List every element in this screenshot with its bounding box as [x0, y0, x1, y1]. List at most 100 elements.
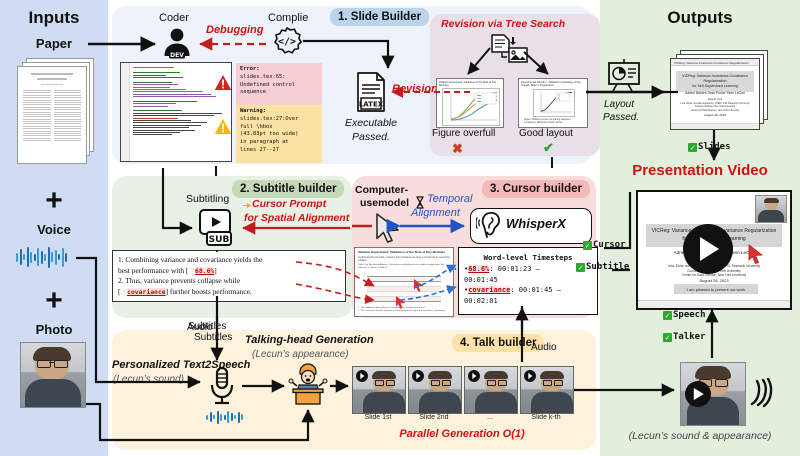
presentation-video-player[interactable]: VICReg: Variance-Invariance-Covariance R…: [636, 190, 792, 310]
output-talking-head[interactable]: .playbtn[data-name="output-play-button"]…: [680, 362, 746, 426]
executable-line2: Passed.: [352, 131, 390, 143]
check-mark-icon: ✔: [543, 140, 554, 155]
slide-frame-0[interactable]: .thumb .playbtn:after{border-left-width:…: [352, 366, 406, 414]
subtitle-check-label: Subtitle: [586, 262, 630, 272]
subtitles-label: Subtitles: [194, 332, 233, 343]
subtitle-text-box: 1. Combining variance and covariance yie…: [112, 250, 346, 302]
computer-use-model-line1: Computer-: [355, 184, 409, 196]
check-icon-talker: ✓: [663, 333, 672, 342]
tree-node-icons: [490, 34, 530, 64]
outputs-title: Outputs: [667, 8, 733, 27]
ts-bullet-1: •: [464, 286, 469, 295]
slide-frame-1[interactable]: [408, 366, 462, 414]
ts-word-1: covariance: [468, 286, 511, 295]
presentation-board-icon: [606, 58, 642, 92]
voice-waveform-icon: [16, 245, 67, 269]
compile-label: Complie: [268, 12, 309, 24]
video-slide-date: August 28, 2023: [699, 278, 729, 283]
error-message-box: Error: slides.tex:65: Undefined control …: [236, 63, 322, 107]
slides-check-badge: ✓Slides: [688, 142, 731, 152]
warning-line-1: full \hbox: [240, 123, 273, 130]
ts-time-0: : 00:01:23 –: [489, 265, 540, 274]
slide-deck-authors: Adrien Bardes Jean Ponce Yann LeCun: [685, 91, 745, 95]
caption-good-layout: Good layout: [519, 128, 573, 139]
slide-frame-3[interactable]: [520, 366, 574, 414]
computer-use-model-line2: usemodel: [360, 197, 410, 209]
warning-line-3: in paragraph at: [240, 139, 289, 146]
pointing-hand-icon: [242, 197, 252, 215]
presentation-video-title: Presentation Video: [632, 162, 768, 179]
cross-mark-icon: ✖: [452, 141, 463, 156]
temporal-alignment-line2: Alignment: [411, 207, 460, 219]
sound-waves-icon: [748, 377, 774, 415]
compile-code-icon: </>: [272, 26, 302, 56]
parallel-generation-label: Parallel Generation O(1): [399, 428, 525, 440]
subtitle-line-2a: 2. Thus, variance prevents collapse whil…: [118, 276, 240, 286]
cursor-slide-thumbnail: Ablation Experiment: Validation of the R…: [354, 247, 454, 317]
paper-label: Paper: [35, 36, 73, 51]
pill-slide-builder[interactable]: 1. Slide Builder: [330, 8, 430, 26]
word-level-timesteps-box: Word-level Timesteps •68.6%: 00:01:23 – …: [458, 247, 598, 315]
slide-frame-label-0: Slide 1st: [364, 414, 392, 421]
thumb-red-cursor-1: [413, 278, 425, 297]
talker-check-badge: ✓Talker: [663, 332, 706, 342]
subtitle-line-2c: ] further boosts performance.: [165, 286, 252, 296]
error-line-1: Undefined control: [240, 81, 296, 88]
subtitle-line-1b: best performance with [: [118, 265, 189, 275]
video-play-button[interactable]: .playbtn[data-name="video-play-button"]:…: [683, 224, 733, 274]
cursor-thumb-b1: 1. The validation tables indicate a cont…: [358, 307, 426, 310]
slide-deck-title-1: VICReg: Variance-Invariance-Covariance R…: [682, 74, 748, 84]
ts-bullet-0: •: [464, 265, 469, 274]
speech-check-label: Speech: [673, 310, 706, 320]
cursor-check-label: Cursor: [593, 240, 626, 250]
slide-deck-date: August 28, 2023: [704, 113, 726, 117]
mouse-cursor-icon: [375, 213, 401, 248]
svg-text:LATEX: LATEX: [359, 101, 384, 109]
caption-figure-overfull: Figure overfull: [432, 128, 496, 139]
slide-deck-header: VICReg: Variance-Invariance-Covariance R…: [671, 59, 759, 66]
cursor-prompt-line2: for Spatial Alignment: [244, 212, 350, 224]
warning-line-2: (43.83pt too wide): [240, 131, 299, 138]
debugging-label: Debugging: [206, 24, 264, 36]
warning-message-box: Warning: slides.tex:27:Over full \hbox (…: [236, 105, 322, 163]
subtitle-video-icon: SUB: [196, 208, 238, 248]
slide-frame-2[interactable]: [464, 366, 518, 414]
pill-cursor-builder[interactable]: 3. Cursor builder: [482, 180, 591, 198]
pill-subtitle-builder[interactable]: 2. Subtitle builder: [232, 180, 345, 198]
microphone-icon: [207, 366, 237, 406]
speech-check-badge: ✓Speech: [663, 310, 706, 320]
talker-check-label: Talker: [673, 332, 706, 342]
ts-time-1: : 00:01:45 –: [510, 286, 561, 295]
voice-label: Voice: [37, 222, 71, 237]
latex-document-icon: LATEX: [355, 72, 387, 112]
slide-deck-front: VICReg: Variance-Invariance-Covariance R…: [670, 58, 760, 130]
thumb-good-layout: Experimental Results – Validation of Str…: [518, 78, 588, 128]
temporal-alignment-line1: Temporal: [427, 193, 473, 205]
subtitle-line-1c: ]: [214, 265, 217, 275]
talkinghead-title: Talking-head Generation: [245, 334, 374, 346]
subtitle-line-1a: 1. Combining variance and covariance yie…: [118, 255, 263, 264]
error-line-2: sequence: [240, 89, 266, 96]
slide-frame-label-2: ...: [487, 414, 493, 421]
warning-heading: Warning:: [240, 108, 266, 114]
svg-text:</>: </>: [278, 37, 296, 48]
check-icon-speech: ✓: [663, 311, 672, 320]
slide-frame-label-1: Slide 2nd: [419, 414, 449, 421]
red-cursor-icon: [748, 244, 764, 269]
output-play-button[interactable]: .playbtn[data-name="output-play-button"]…: [685, 381, 711, 407]
hourglass-icon: [415, 196, 425, 214]
inputs-column: Inputs Paper: [0, 0, 108, 456]
slides-check-label: Slides: [698, 142, 731, 152]
video-slide-affil-4: Center for Data Science, New York Univer…: [681, 273, 747, 278]
cursor-check-badge: ✓Cursor: [583, 240, 626, 250]
slide-deck-title-2: for Self-Supervised Learning: [692, 84, 738, 89]
cursor-thumb-body: As illustrated by the table, variance an…: [358, 256, 450, 263]
check-icon-cursor: ✓: [583, 241, 592, 250]
error-heading: Error:: [240, 66, 260, 72]
svg-text:SUB: SUB: [209, 235, 230, 245]
thumb-figure-overfull: Ablation Experiment: Validation of the R…: [436, 78, 504, 128]
paper-sheet-front: [17, 66, 87, 164]
audio-label: Audio: [531, 342, 557, 353]
inputs-title: Inputs: [28, 8, 80, 27]
